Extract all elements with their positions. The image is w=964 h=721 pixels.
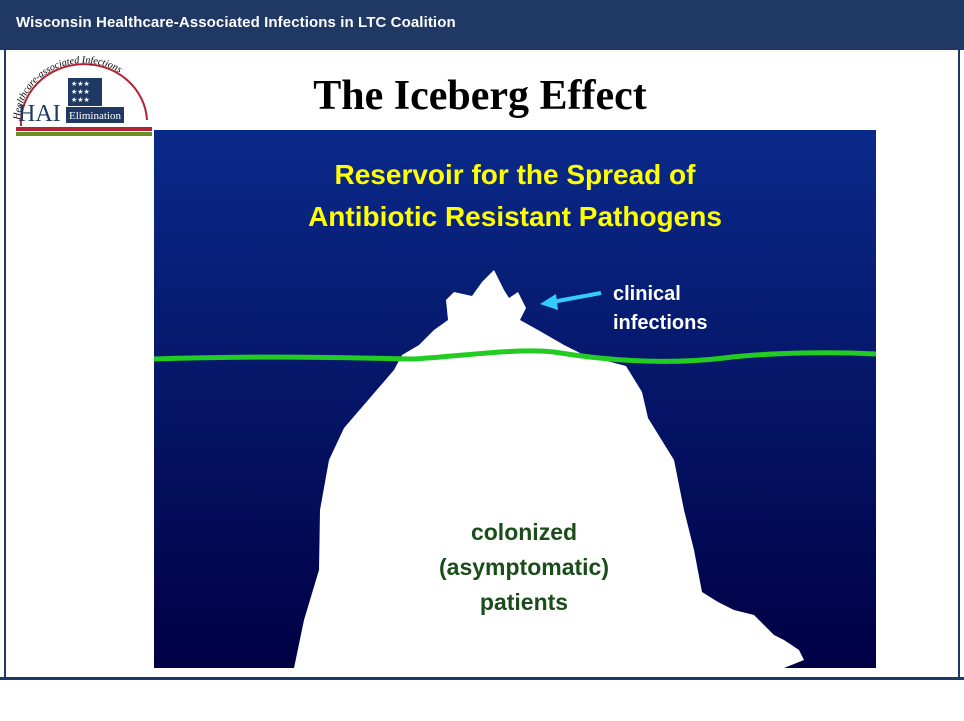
logo-hai-text: HAI bbox=[18, 101, 61, 127]
body-line-3: patients bbox=[480, 589, 568, 615]
heading-line-2: Antibiotic Resistant Pathogens bbox=[308, 201, 722, 232]
body-line-1: colonized bbox=[471, 519, 577, 545]
right-border-line bbox=[958, 50, 960, 680]
header-bar: Wisconsin Healthcare-Associated Infectio… bbox=[0, 0, 964, 50]
left-border-line bbox=[4, 50, 6, 680]
callout-line-1: clinical bbox=[613, 283, 681, 305]
logo-red-stripe bbox=[16, 127, 152, 131]
slide-title: The Iceberg Effect bbox=[230, 70, 730, 122]
svg-text:★★★: ★★★ bbox=[71, 88, 90, 96]
callout-line-2: infections bbox=[613, 312, 707, 334]
footer-bar bbox=[0, 677, 964, 680]
svg-text:★★★: ★★★ bbox=[71, 96, 90, 104]
stars-icon: ★★★ ★★★ ★★★ bbox=[71, 80, 90, 104]
svg-text:★★★: ★★★ bbox=[71, 80, 90, 88]
logo-green-stripe bbox=[16, 132, 152, 136]
logo-subtext: Elimination bbox=[69, 110, 121, 122]
hai-elimination-logo: Healthcare-associated Infections ★★★ ★★★… bbox=[8, 54, 158, 142]
iceberg-illustration: Reservoir for the Spread of Antibiotic R… bbox=[154, 130, 876, 668]
heading-line-1: Reservoir for the Spread of bbox=[335, 159, 697, 190]
header-title: Wisconsin Healthcare-Associated Infectio… bbox=[16, 14, 456, 31]
body-line-2: (asymptomatic) bbox=[439, 554, 609, 580]
